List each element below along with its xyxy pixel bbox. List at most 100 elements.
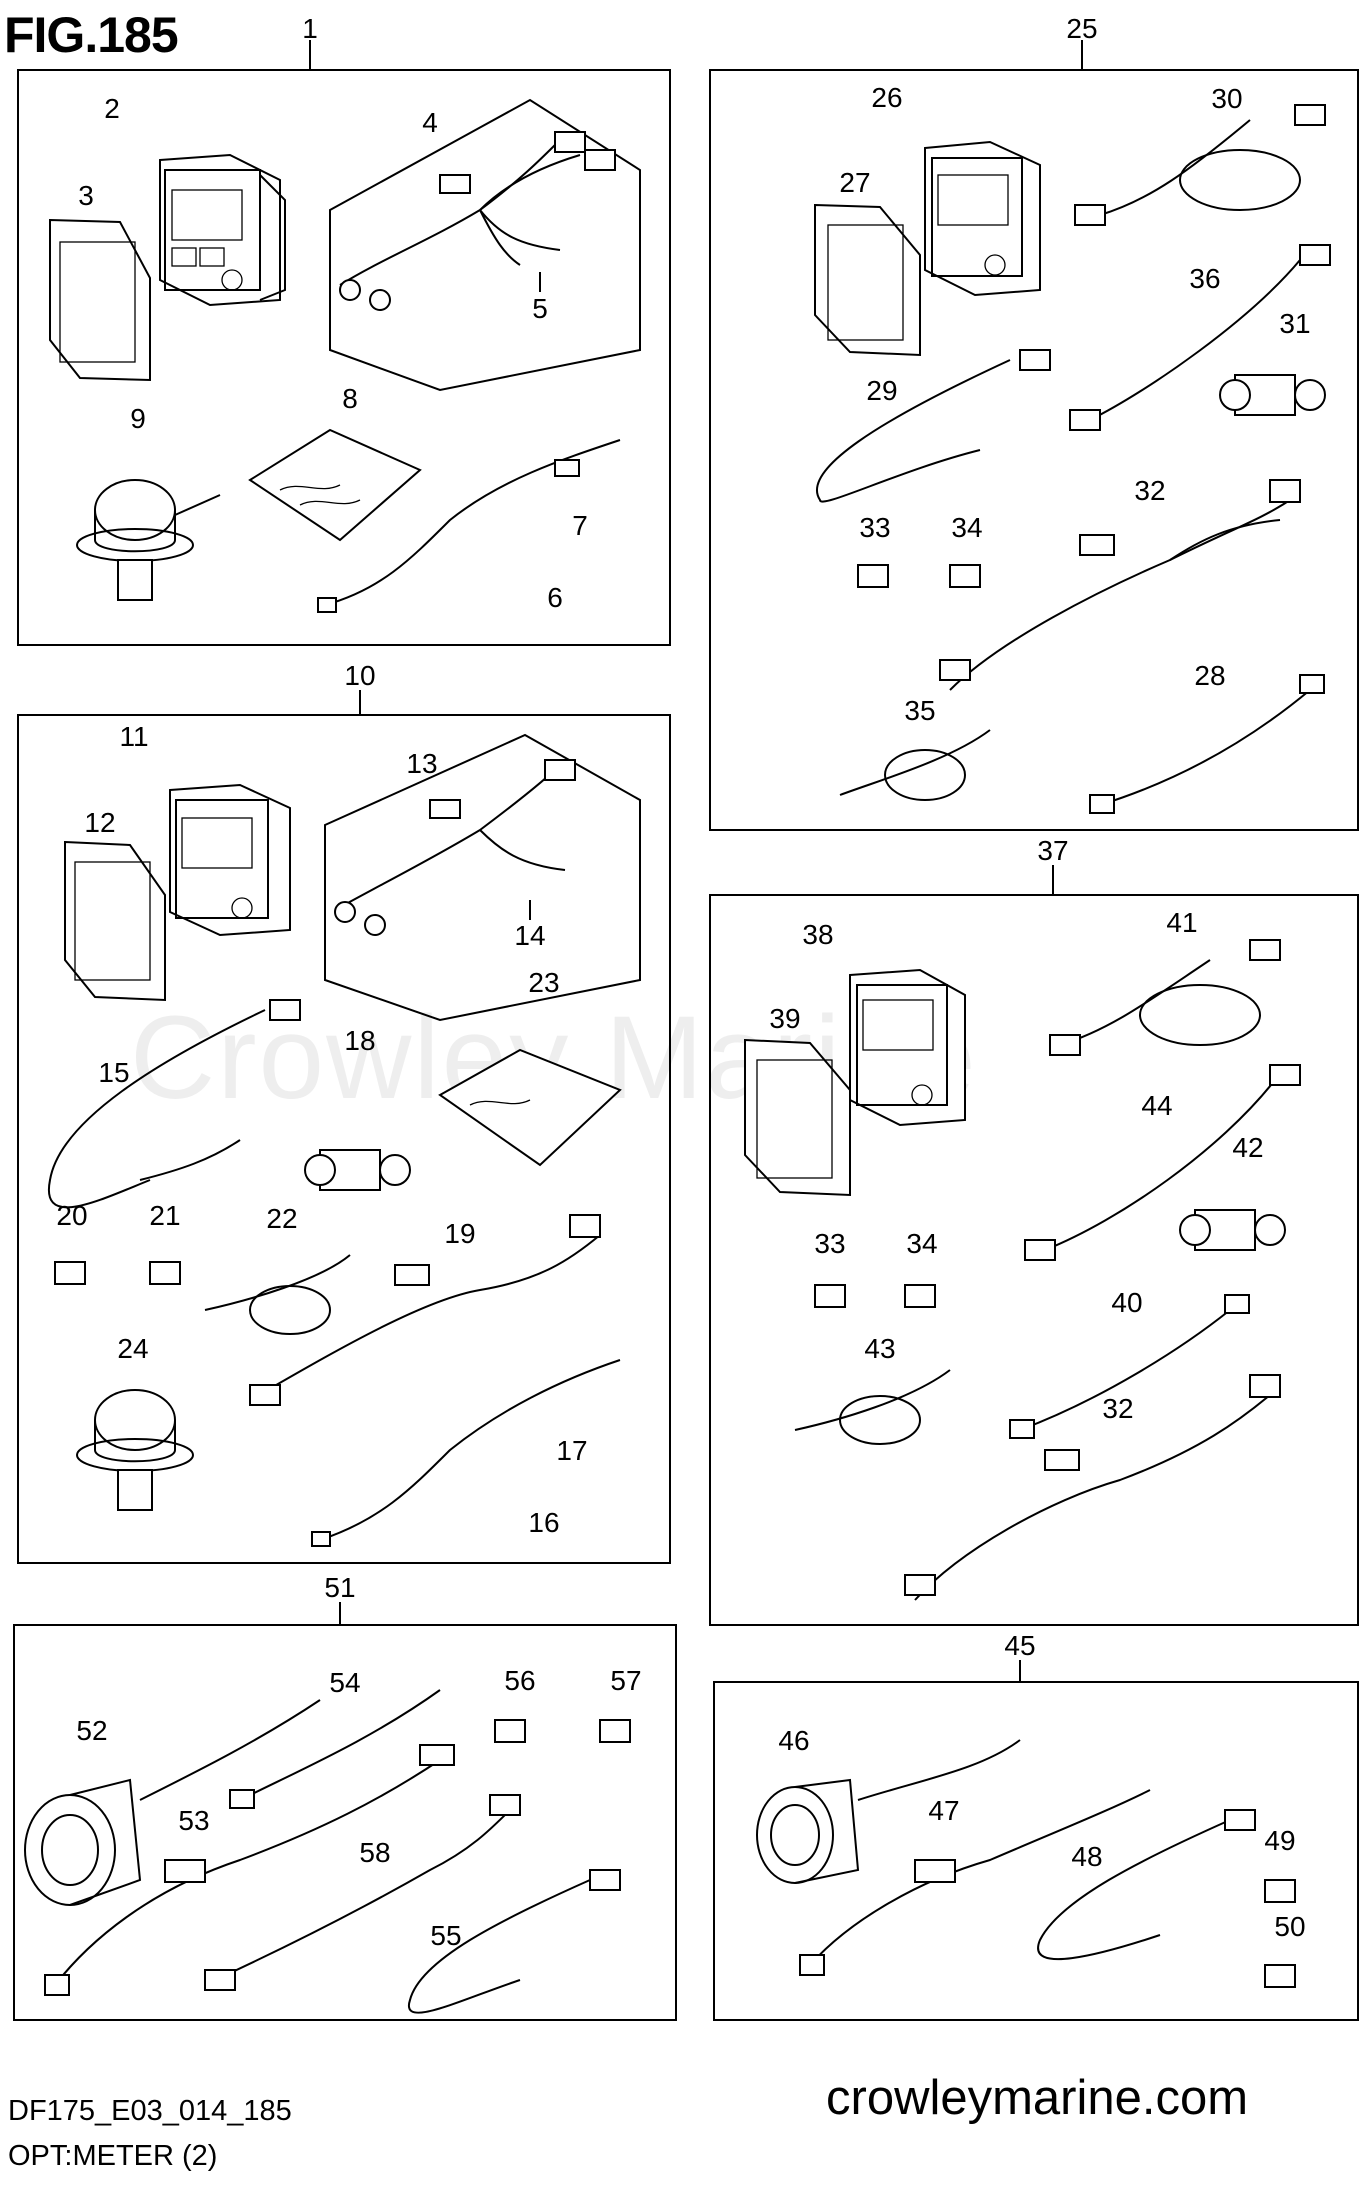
wire-harness (939, 479, 1301, 691)
cable-47 (799, 1789, 1151, 1976)
wire-harness (329, 98, 641, 392)
callout-19: 19 (444, 1218, 475, 1249)
meter-cover (814, 203, 921, 357)
callout-58: 58 (359, 1837, 390, 1868)
callout-56: 56 (504, 1665, 535, 1696)
cable-35 (839, 729, 991, 801)
callout-57: 57 (610, 1665, 641, 1696)
callout-29: 29 (866, 375, 897, 406)
group-box-37 (709, 865, 1359, 1626)
callout-14: 14 (514, 920, 545, 951)
meter-cover (744, 1038, 851, 1197)
callout-39: 39 (769, 1003, 800, 1034)
callout-31: 31 (1279, 308, 1310, 339)
group-box-25 (709, 40, 1359, 831)
group-box-51 (13, 1602, 677, 2021)
cable-48 (1037, 1809, 1256, 1961)
figure-subtitle: OPT:METER (2) (8, 2140, 218, 2172)
cable-44 (1024, 1064, 1301, 1261)
callout-55: 55 (430, 1920, 461, 1951)
cable-40 (1009, 1294, 1250, 1439)
parts-bag (438, 1048, 622, 1167)
cable-58 (204, 1794, 521, 1991)
callout-8: 8 (342, 383, 358, 414)
callout-46: 46 (778, 1725, 809, 1756)
callout-38: 38 (802, 919, 833, 950)
group-box-1 (17, 40, 671, 646)
t-connector (304, 1149, 411, 1191)
callout-16: 16 (528, 1507, 559, 1538)
cable-15 (47, 999, 301, 1209)
callout-7: 7 (572, 510, 588, 541)
cable-53 (44, 1744, 455, 1996)
callout-12: 12 (84, 807, 115, 838)
cable-29 (816, 349, 1051, 503)
terminator (814, 1284, 936, 1308)
callout-24: 24 (117, 1333, 148, 1364)
callout-47: 47 (928, 1795, 959, 1826)
cable-28 (1089, 674, 1325, 814)
callout-33: 33 (859, 512, 890, 543)
callout-51: 51 (324, 1572, 355, 1603)
callout-32b: 32 (1102, 1393, 1133, 1424)
meter-cover (64, 840, 166, 1002)
callout-5: 5 (532, 293, 548, 324)
callout-28: 28 (1194, 660, 1225, 691)
callout-33b: 33 (814, 1228, 845, 1259)
callout-42: 42 (1232, 1132, 1263, 1163)
gauge (24, 1699, 321, 1906)
meter-unit (159, 153, 286, 307)
callout-10: 10 (344, 660, 375, 691)
cable-55 (407, 1869, 621, 2014)
cable-54 (229, 1689, 441, 1809)
callout-9: 9 (130, 403, 146, 434)
callout-48: 48 (1071, 1841, 1102, 1872)
callout-37: 37 (1037, 835, 1068, 866)
group-box-10 (17, 690, 671, 1564)
callout-23: 23 (528, 967, 559, 998)
callout-54: 54 (329, 1667, 360, 1698)
callout-34: 34 (951, 512, 982, 543)
cable-43 (794, 1369, 951, 1445)
wire-harness (249, 1214, 601, 1406)
meter-unit (849, 968, 966, 1127)
gauge (756, 1739, 1021, 1884)
cable-36 (1069, 244, 1331, 431)
callout-20: 20 (56, 1200, 87, 1231)
speed-sensor (76, 1389, 194, 1511)
callout-17: 17 (556, 1435, 587, 1466)
terminator (857, 564, 981, 588)
callout-35: 35 (904, 695, 935, 726)
callout-50: 50 (1274, 1911, 1305, 1942)
callout-13: 13 (406, 748, 437, 779)
parts-bag (248, 428, 422, 542)
terminator (1264, 1879, 1296, 1988)
group-box-45 (713, 1660, 1359, 2021)
callout-40: 40 (1111, 1287, 1142, 1318)
callout-3: 3 (78, 180, 94, 211)
callout-30: 30 (1211, 83, 1242, 114)
callout-25: 25 (1066, 13, 1097, 44)
t-connector (1219, 374, 1326, 416)
callout-4: 4 (422, 107, 438, 138)
t-connector (1179, 1209, 1286, 1251)
terminator (54, 1261, 181, 1285)
terminator (494, 1719, 631, 1743)
callout-2: 2 (104, 93, 120, 124)
figure-code: DF175_E03_014_185 (8, 2095, 292, 2127)
website-label: crowleymarine.com (826, 2071, 1249, 2125)
wire-harness (324, 733, 641, 1022)
callout-15: 15 (98, 1057, 129, 1088)
wire-harness (904, 1374, 1281, 1601)
callout-45: 45 (1004, 1630, 1035, 1661)
extension-cable (1074, 104, 1326, 226)
callout-44: 44 (1141, 1090, 1172, 1121)
meter-unit (924, 140, 1041, 297)
callout-53: 53 (178, 1805, 209, 1836)
callout-52: 52 (76, 1715, 107, 1746)
callout-32: 32 (1134, 475, 1165, 506)
cable-22 (204, 1254, 351, 1335)
meter-unit (169, 783, 291, 937)
signal-cable (311, 1359, 621, 1547)
